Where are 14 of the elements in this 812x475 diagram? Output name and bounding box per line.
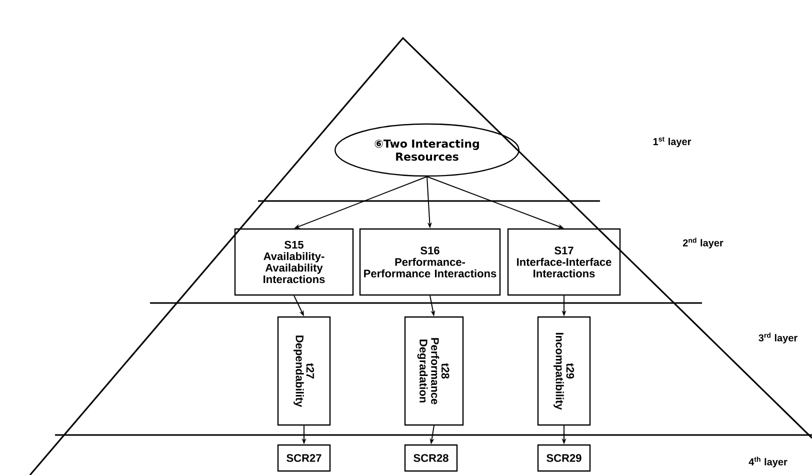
layer-label: 4$^{th}$ layer — [748, 456, 788, 468]
process-box: t27 Dependability — [277, 316, 331, 426]
process-box: t29 Incompatibility — [537, 316, 591, 426]
layer-label: 1$^{st}$ layer — [653, 136, 692, 148]
layer-label: 2$^{nd}$ layer — [682, 238, 724, 248]
ellipse-node: ⑥Two Interacting Resources — [334, 123, 520, 177]
process-box: t28 Performance Degradation — [404, 316, 464, 426]
process-box: S17 Interface-Interface Interactions — [507, 228, 621, 296]
process-box: SCR29 — [537, 444, 591, 472]
process-box: SCR28 — [404, 444, 458, 472]
process-box: SCR27 — [277, 444, 331, 472]
process-box: S16 Performance-Performance Interactions — [359, 228, 501, 296]
layer-label: 3$^{rd}$ layer — [758, 332, 798, 344]
process-box: S15 Availability-Availability Interactions — [234, 228, 354, 296]
